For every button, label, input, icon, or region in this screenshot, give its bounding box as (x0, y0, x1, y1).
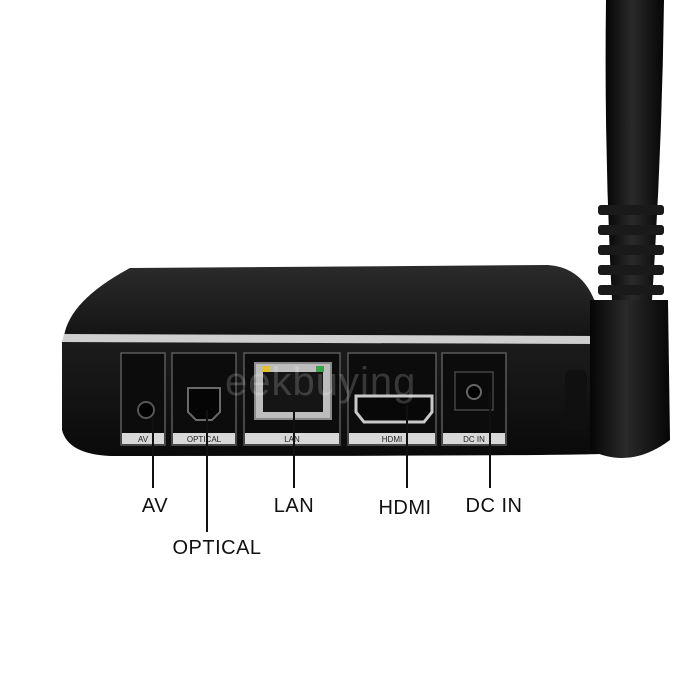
av-jack-icon (137, 401, 155, 419)
side-nub (565, 370, 587, 430)
port-panel-av (120, 352, 166, 446)
port-panel-hdmi (347, 352, 437, 446)
hdmi-port-icon (354, 394, 434, 424)
optical-port-icon (187, 387, 221, 421)
panel-label-optical: OPTICAL (187, 435, 222, 444)
callout-hdmi: HDMI (378, 497, 432, 519)
box-top-surface (64, 265, 600, 338)
panel-label-lan: LAN (284, 435, 300, 444)
antenna (590, 0, 670, 458)
callout-optical: OPTICAL (172, 537, 262, 559)
panel-label-dc-in: DC IN (463, 435, 485, 444)
port-panel-dc-in (441, 352, 507, 446)
box-silver-trim (62, 334, 600, 344)
panel-label-av: AV (138, 435, 149, 444)
panel-label-hdmi: HDMI (382, 435, 402, 444)
port-panel-lan (243, 352, 341, 446)
callout-av: AV (141, 495, 169, 517)
callout-dc-in: DC IN (465, 495, 523, 517)
dc-jack-icon (466, 384, 482, 400)
callout-lan: LAN (273, 495, 315, 517)
port-panel-optical (171, 352, 237, 446)
